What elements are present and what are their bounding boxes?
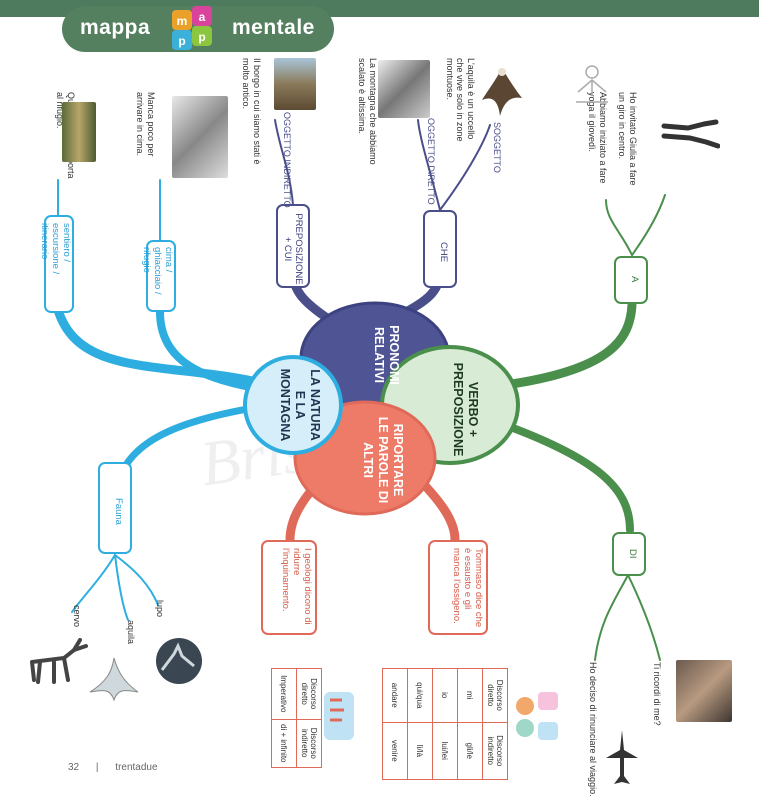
airplane-icon — [606, 730, 638, 784]
box-sentiero: sentiero / escursione / itinerario — [39, 215, 74, 313]
page-word: trentadue — [115, 762, 158, 773]
t2-cell-andare: andare — [382, 668, 408, 723]
box-tommaso: Tommaso dice che è esausto e gli manca l… — [428, 540, 488, 635]
title-left: mappa — [80, 16, 151, 39]
t1-cell-imperativo: Imperativo — [271, 668, 297, 719]
label-aquila: aquila — [126, 620, 136, 645]
puzzle-logo-icon: m a p p — [172, 6, 212, 50]
box-tommaso-text: Tommaso dice che è esausto e gli manca l… — [450, 548, 484, 628]
hub-pronomi-label: PRONOMI RELATIVI — [372, 325, 401, 385]
caption-soggetto: L'aquila è un uccello che vive solo in z… — [444, 58, 476, 142]
caption-di1: Ti ricordi di me? — [652, 662, 662, 726]
table-pronomi: Discorso diretto Discorso indiretto mi g… — [380, 668, 508, 780]
box-fauna: Fauna — [98, 462, 132, 554]
green-line-di2 — [627, 574, 661, 661]
hub-verbo-label: VERBO + PREPOSIZIONE — [451, 362, 480, 457]
table-imperativo: Discorso diretto Discorso indiretto Impe… — [266, 668, 322, 768]
box-di-text: DI — [627, 549, 638, 559]
photo-sentiero — [62, 102, 96, 162]
title-right: mentale — [232, 16, 315, 39]
t2-head-diretto: Discorso diretto — [482, 668, 508, 723]
box-geologi-text: I geologi dicono di ridurre l'inquinamen… — [279, 548, 313, 625]
branch-blue-cima — [156, 308, 272, 394]
logo-letter-4: p — [198, 30, 205, 44]
eagle-icon — [89, 657, 139, 702]
hub-natura — [243, 355, 343, 455]
photo-borgo — [274, 58, 316, 110]
t1-head-diretto: Discorso diretto — [296, 668, 322, 719]
box-che: CHE — [423, 210, 457, 288]
label-oggetto-indiretto: OGGETTO INDIRETTO — [282, 112, 292, 208]
green-line-di1 — [594, 574, 629, 661]
branch-blue-sentiero — [53, 305, 275, 390]
eagle-photo-icon — [482, 68, 522, 116]
caption-cui: Il borgo in cui siamo stati è molto anti… — [241, 58, 262, 165]
caption-diretto: La montagna che abbiamo scalato è altiss… — [357, 58, 378, 165]
t1-cell-di-infinito: di + infinito — [271, 719, 297, 768]
box-a: A — [614, 256, 648, 304]
t2-cell-qui: qui/qua — [407, 668, 433, 723]
box-sentiero-text: sentiero / escursione / itinerario — [38, 223, 72, 275]
speech-bubbles-icon — [516, 692, 558, 740]
caption-a1: Ho invitato Giulia a fare un giro in cen… — [617, 92, 638, 186]
branch-green-di — [501, 421, 634, 534]
box-che-text: CHE — [438, 242, 449, 263]
label-lupo: lupo — [155, 600, 165, 618]
box-di: DI — [612, 532, 646, 576]
photo-montagna — [378, 60, 430, 118]
factory-smoke-icon — [324, 692, 354, 740]
fauna-line-lupo — [114, 554, 159, 606]
label-cervo: cervo — [72, 605, 82, 628]
logo-letter-1: m — [177, 14, 188, 28]
people-walking-icon — [661, 119, 720, 149]
caption-di2: Ho deciso di rinunciare al viaggio. — [588, 662, 598, 797]
t2-cell-lui-lei: lui/lei — [432, 722, 458, 780]
fauna-line-aquila — [114, 554, 129, 621]
box-a-text: A — [629, 276, 640, 283]
t2-cell-io: io — [432, 668, 458, 723]
branch-green-a — [500, 300, 637, 390]
logo-letter-3: p — [178, 34, 185, 48]
navy-line-soggetto — [439, 124, 491, 211]
box-preposizione-cui: PREPOSIZIONE + CUI — [276, 204, 310, 288]
box-geologi: I geologi dicono di ridurre l'inquinamen… — [261, 540, 317, 635]
t2-cell-venire: venire — [382, 722, 408, 780]
footer-separator: | — [95, 762, 99, 773]
box-cima: cima / ghiacciaio / rifugio — [141, 240, 176, 312]
t1-head-indiretto: Discorso indiretto — [296, 719, 322, 768]
t2-cell-gli-le: gli/le — [457, 722, 483, 780]
photo-cima — [172, 96, 228, 178]
label-oggetto-diretto: OGGETTO DIRETTO — [426, 118, 436, 205]
navy-line-indiretto — [274, 119, 294, 206]
page-footer: 32 | trentadue — [68, 762, 158, 773]
yoga-figure-icon — [576, 65, 608, 103]
navy-line-diretto — [417, 119, 441, 211]
title-banner: mappa m a p p mentale — [62, 6, 334, 52]
deer-icon — [30, 638, 88, 684]
green-line-a1 — [605, 199, 633, 256]
t2-cell-li: lì/là — [407, 722, 433, 780]
box-fauna-text: Fauna — [113, 498, 124, 525]
caption-cima: Manca poco per arrivare in cima. — [135, 92, 156, 157]
t2-cell-mi: mi — [457, 668, 483, 723]
page-number: 32 — [68, 762, 80, 773]
box-cima-text: cima / ghiacciaio / rifugio — [140, 247, 174, 295]
label-soggetto: SOGGETTO — [492, 122, 502, 173]
box-cui-text: PREPOSIZIONE + CUI — [281, 213, 304, 285]
hub-riportare-label: RIPORTARE LE PAROLE DI ALTRI — [361, 416, 406, 504]
hub-natura-label: LA NATURA E LA MONTAGNA — [278, 368, 323, 442]
green-line-a2 — [631, 194, 666, 256]
fauna-line-cervo — [71, 554, 116, 613]
logo-letter-2: a — [199, 10, 206, 24]
wolf-icon — [156, 638, 202, 684]
photo-ricordi — [676, 660, 732, 722]
t2-head-indiretto: Discorso indiretto — [482, 722, 508, 780]
